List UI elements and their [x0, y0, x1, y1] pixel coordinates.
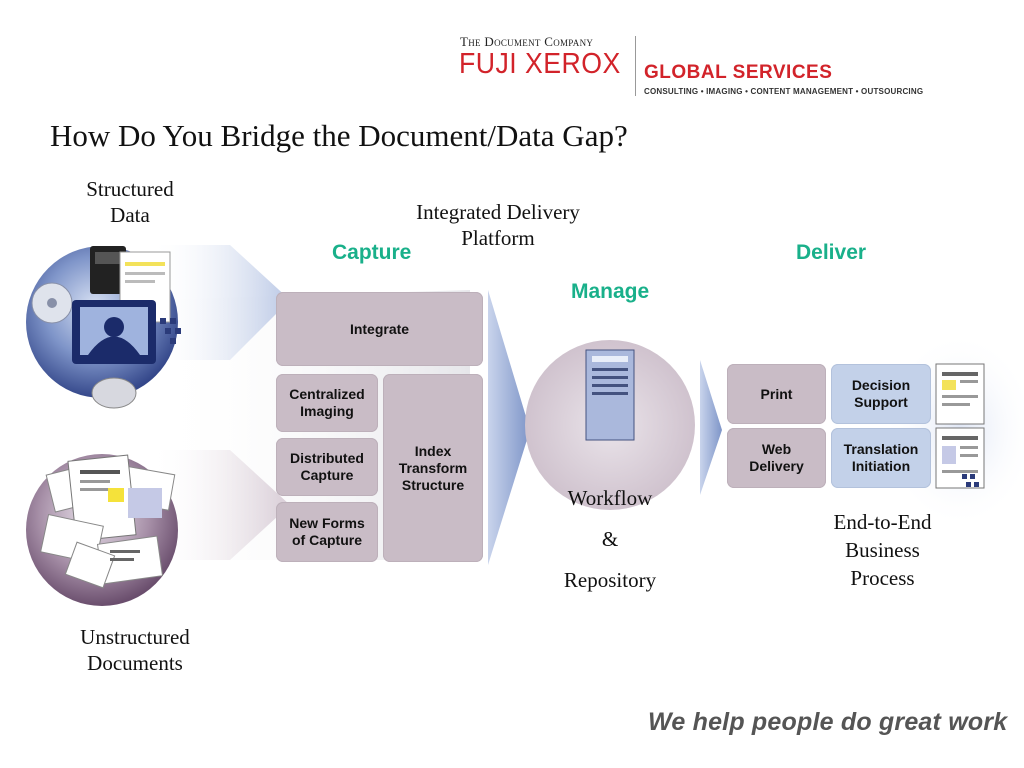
unstructured-arrow: [150, 450, 290, 560]
logo-divider: [635, 36, 636, 96]
output-pixel-blocks-icon: [962, 474, 979, 487]
deliver-label: Deliver: [796, 241, 867, 264]
print-box: Print: [727, 364, 826, 424]
output-documents-icon: [935, 363, 985, 489]
page-title: How Do You Bridge the Document/Data Gap?: [50, 118, 628, 153]
mouse-icon: [91, 377, 137, 409]
capture-label: Capture: [332, 241, 412, 264]
manage-label: Manage: [571, 280, 650, 303]
capture-to-manage-arrow: [488, 290, 530, 565]
workflow-repository-label: Workflow&Repository: [563, 486, 657, 592]
logo-brand: FUJI XEROX: [459, 48, 621, 80]
structured-arrow: [150, 245, 290, 360]
paper-documents-icon: [40, 454, 176, 589]
slogan: We help people do great work: [648, 708, 1008, 736]
logo-top-line: The Document Company: [460, 34, 594, 49]
pixel-blocks-icon: [160, 318, 181, 344]
integrate-box: Integrate: [276, 292, 483, 366]
manage-to-deliver-arrow: [700, 360, 722, 495]
logo-tagline: CONSULTING • IMAGING • CONTENT MANAGEMEN…: [644, 87, 924, 96]
logo-global-services: GLOBAL SERVICES: [644, 62, 833, 83]
